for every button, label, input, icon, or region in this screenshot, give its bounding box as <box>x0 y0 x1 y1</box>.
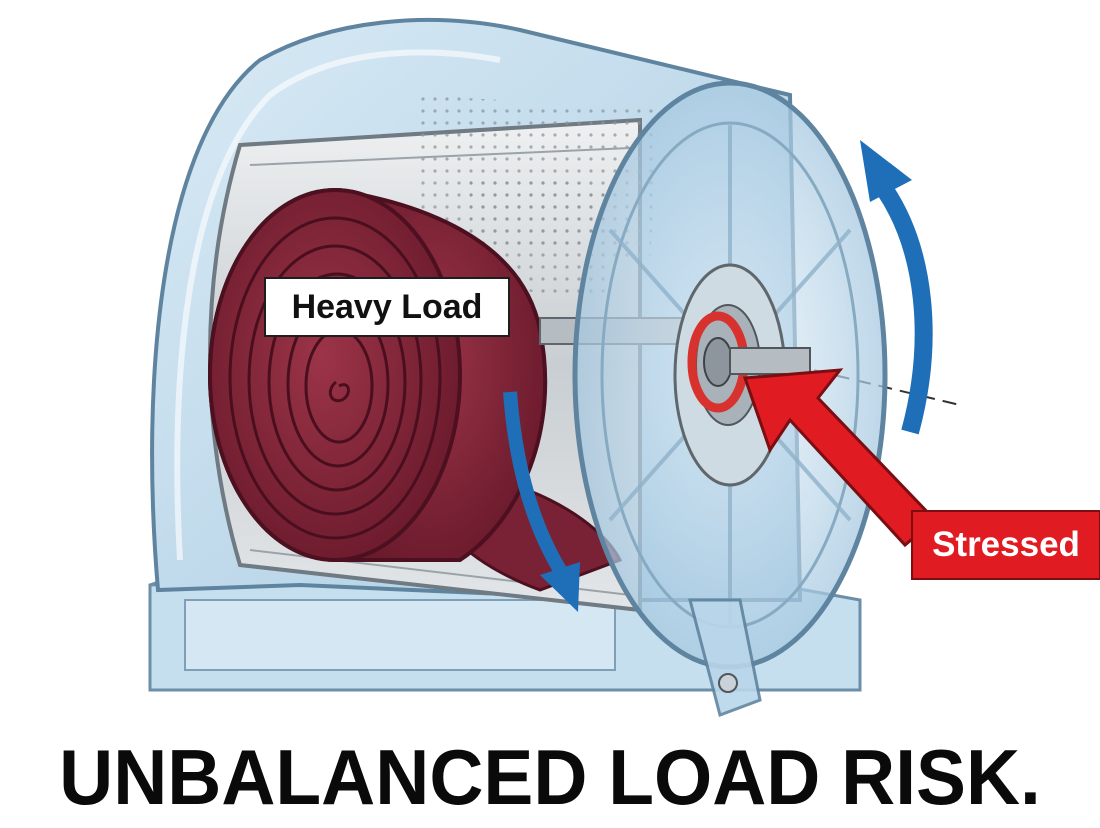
heavy-load-roll <box>208 188 623 592</box>
heavy-load-callout: Heavy Load <box>264 277 510 337</box>
stressed-callout-label: Stressed <box>932 525 1080 564</box>
dryer-drum-illustration <box>148 18 1100 717</box>
downward-force-arrow-icon <box>503 391 580 612</box>
stressed-callout-box <box>911 510 1100 580</box>
stress-pointer-arrow-icon <box>742 368 1100 580</box>
drum-front-cover <box>572 80 888 717</box>
rotation-arrow-icon <box>860 140 933 435</box>
page-headline: UNBALANCED LOAD RISK. <box>59 732 1041 821</box>
